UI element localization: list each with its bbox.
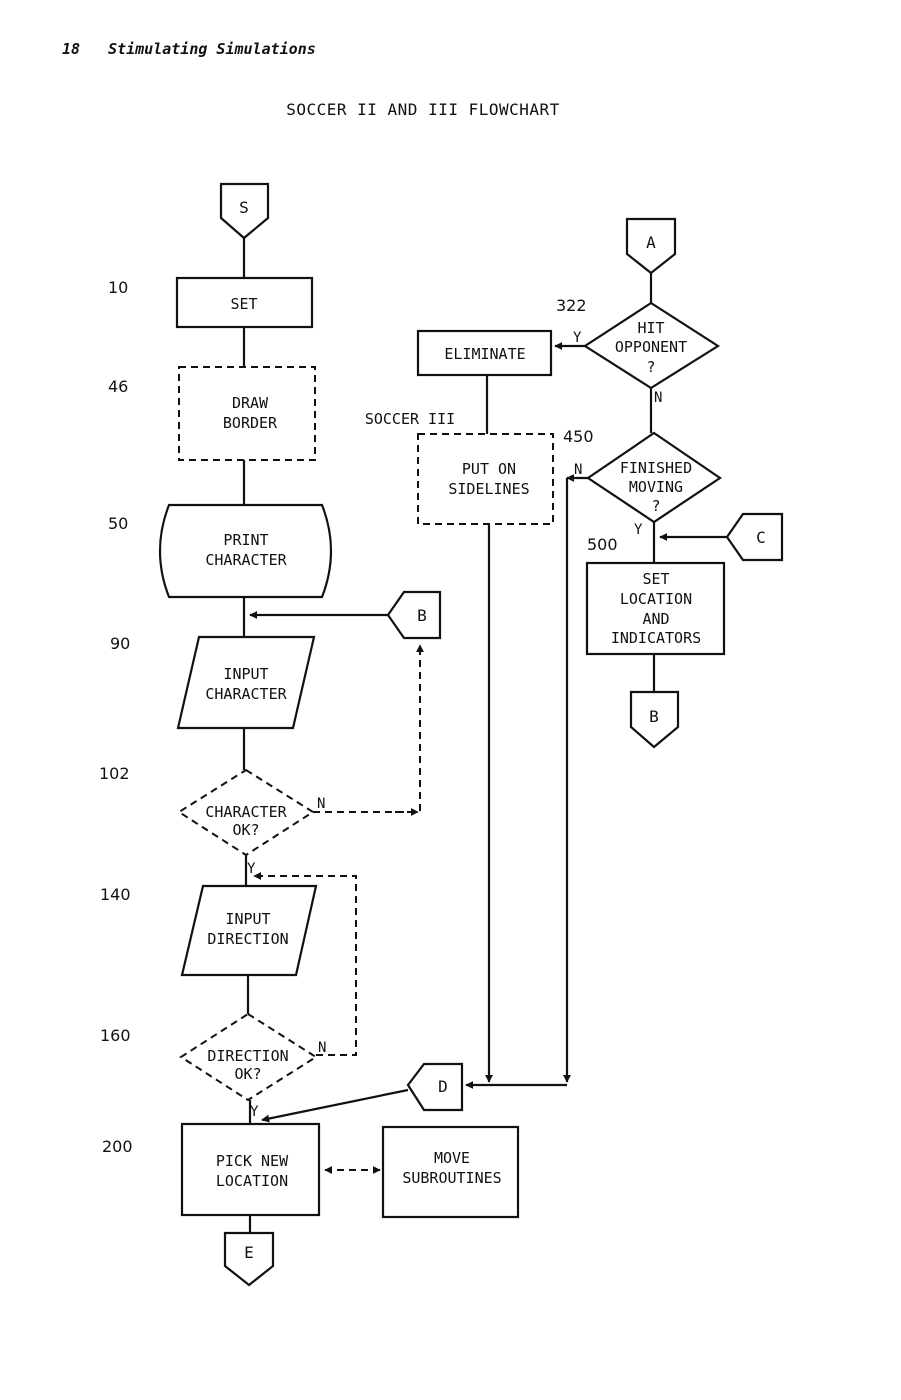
box-input-character [176,635,316,730]
line-number-450: 450 [563,427,594,446]
label-input-direction-1: INPUT [225,910,270,928]
label-finished-moving-2: MOVING [629,478,683,496]
label-pick-new-location-2: LOCATION [216,1172,288,1190]
line-number-50: 50 [108,514,128,533]
box-pick-new-location [180,1122,321,1217]
label-direction-ok-2: OK? [234,1065,261,1083]
connector-s-label: S [239,198,249,217]
label-set-location-3: AND [642,610,669,628]
branch-direction-ok-n: N [318,1040,326,1056]
box-input-direction [180,884,318,977]
diamond-hit-opponent [582,301,721,390]
diamond-finished-moving [586,431,722,524]
diamond-direction-ok [179,1012,318,1102]
label-character-ok-1: CHARACTER [205,803,287,821]
box-put-on-sidelines [417,433,554,525]
line-number-10: 10 [108,278,128,297]
box-set [175,276,314,329]
label-character-ok-2: OK? [232,821,259,839]
diagram-title: SOCCER II AND III FLOWCHART [286,100,560,119]
page-number: 18 [62,40,81,58]
line-number-500: 500 [587,535,618,554]
line-number-322: 322 [556,296,587,315]
connector-a [625,217,677,275]
connector-s [219,182,270,240]
box-eliminate [416,329,553,377]
connector-b-right-label: B [649,707,659,726]
branch-direction-ok-y: Y [250,1104,259,1120]
line-number-140: 140 [100,885,131,904]
line-number-160: 160 [100,1026,131,1045]
soccer-iii-label: SOCCER III [365,410,455,428]
label-set: SET [230,295,257,313]
connector-d-label: D [438,1077,448,1096]
label-finished-moving-3: ? [651,497,660,515]
branch-hit-n: N [654,390,662,406]
label-set-location-1: SET [642,570,669,588]
page-header: 18 Stimulating Simulations [62,40,316,58]
label-finished-moving-1: FINISHED [620,459,692,477]
edge-charok-no-b [313,644,424,813]
label-move-subroutines-1: MOVE [434,1149,470,1167]
connector-b-top-label: B [417,606,427,625]
branch-finished-n: N [574,462,582,478]
edge-dirok-no-loop [253,872,357,1056]
box-set-location [585,561,726,656]
label-input-character-2: CHARACTER [205,685,287,703]
connector-b-top [386,590,442,640]
label-input-character-1: INPUT [223,665,268,683]
label-input-direction-2: DIRECTION [207,930,288,948]
box-move-subroutines [381,1125,520,1219]
branch-character-ok-y: Y [247,861,256,877]
edge-d-pick [261,1088,409,1123]
label-eliminate: ELIMINATE [444,345,525,363]
label-hit-opponent-3: ? [646,358,655,376]
label-draw-border-2: BORDER [223,414,278,432]
connector-c [725,512,784,562]
branch-hit-y: Y [573,330,582,346]
label-print-character-1: PRINT [223,531,268,549]
branch-finished-y: Y [634,522,643,538]
label-set-location-2: LOCATION [620,590,692,608]
connector-a-label: A [646,233,656,252]
running-head: Stimulating Simulations [108,40,316,58]
connector-e [223,1231,275,1287]
label-pick-new-location-1: PICK NEW [216,1152,289,1170]
branch-character-ok-n: N [317,796,325,812]
label-print-character-2: CHARACTER [205,551,287,569]
diamond-character-ok [177,768,315,857]
line-number-102: 102 [99,764,130,783]
label-put-on-sidelines-1: PUT ON [462,460,516,478]
label-move-subroutines-2: SUBROUTINES [402,1169,501,1187]
label-put-on-sidelines-2: SIDELINES [448,480,529,498]
label-hit-opponent-2: OPPONENT [615,338,687,356]
label-set-location-4: INDICATORS [611,629,701,647]
line-number-46: 46 [108,377,128,396]
box-print-character [158,503,333,599]
box-draw-border [178,366,316,461]
line-number-90: 90 [110,634,130,653]
label-direction-ok-1: DIRECTION [207,1047,288,1065]
connector-b-right [629,690,680,749]
connector-e-label: E [244,1243,254,1262]
connector-d [406,1062,464,1112]
label-hit-opponent-1: HIT [637,319,664,337]
connector-c-label: C [756,528,766,547]
line-number-200: 200 [102,1137,133,1156]
label-draw-border-1: DRAW [232,394,269,412]
